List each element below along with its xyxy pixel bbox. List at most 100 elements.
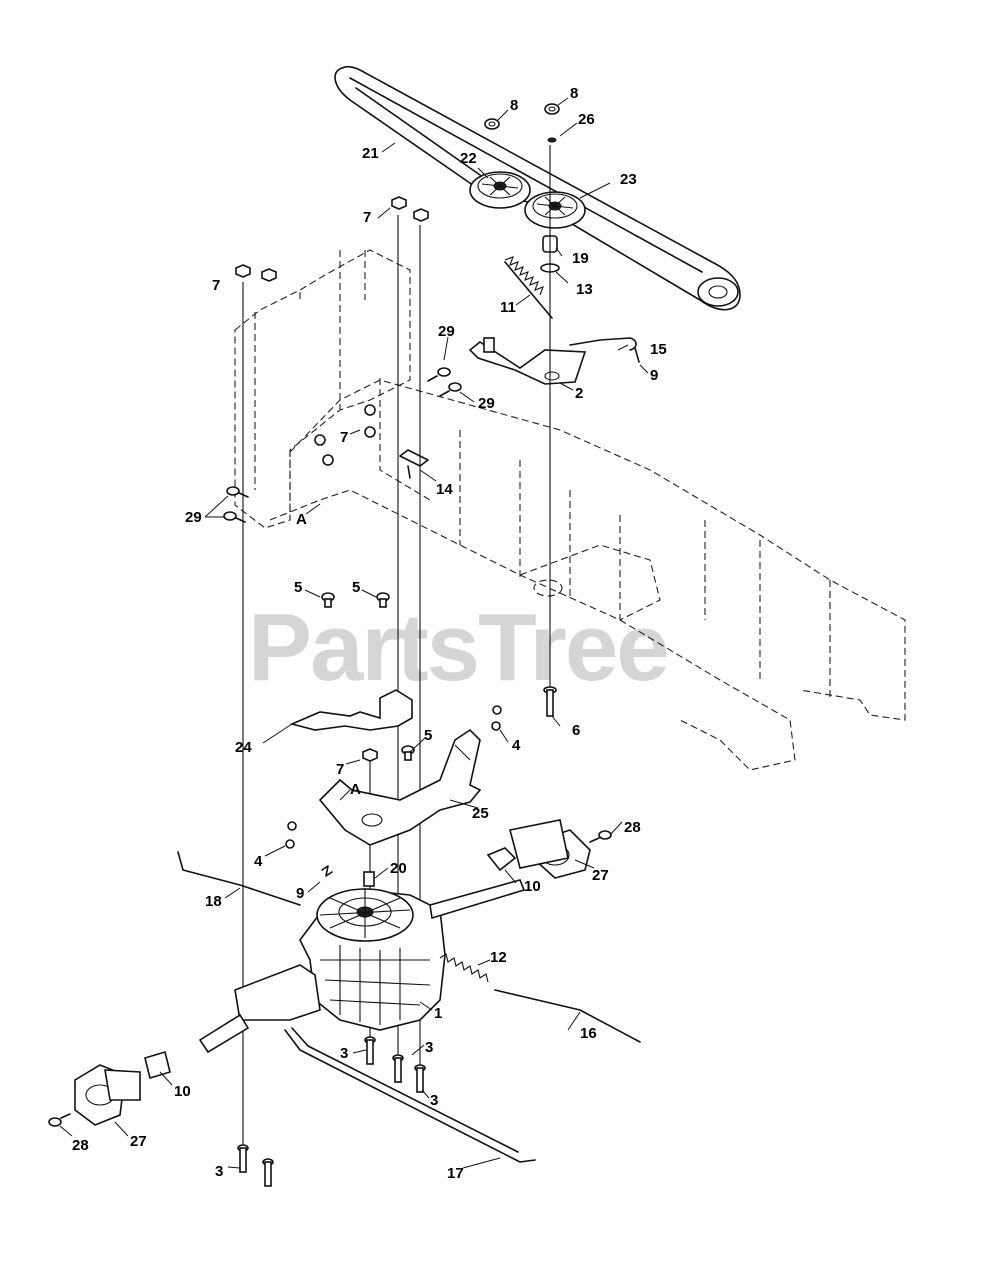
callout-A-top: A bbox=[296, 511, 307, 528]
bolt-29-d bbox=[223, 511, 246, 523]
leader-lines bbox=[59, 97, 649, 1169]
callout-3-b: 3 bbox=[425, 1039, 433, 1056]
callout-8-b: 8 bbox=[570, 85, 578, 102]
bolt-3-b bbox=[392, 1054, 404, 1083]
nut-7-c bbox=[235, 264, 251, 278]
callout-18: 18 bbox=[205, 893, 222, 910]
callout-4-a: 4 bbox=[512, 737, 521, 754]
callout-17: 17 bbox=[447, 1165, 464, 1182]
callout-7-a: 7 bbox=[363, 209, 371, 226]
callout-11: 11 bbox=[500, 299, 516, 316]
callout-26: 26 bbox=[578, 111, 595, 128]
callout-25: 25 bbox=[472, 805, 489, 822]
callout-5-a: 5 bbox=[294, 579, 302, 596]
callout-23: 23 bbox=[620, 171, 637, 188]
clip-14 bbox=[399, 449, 429, 479]
idler-pulley-22 bbox=[469, 171, 531, 209]
idler-pulley-23 bbox=[524, 191, 586, 229]
bushing-10-left bbox=[144, 1050, 171, 1080]
callout-4-b: 4 bbox=[254, 853, 263, 870]
callout-3-c: 3 bbox=[430, 1092, 438, 1109]
bolt-29-a bbox=[427, 367, 451, 382]
callout-21: 21 bbox=[362, 145, 379, 162]
nut-7-a bbox=[391, 196, 407, 210]
callout-29-b: 29 bbox=[478, 395, 495, 412]
nut-7-frame-d bbox=[322, 454, 334, 466]
spring-12 bbox=[439, 953, 489, 983]
callout-5-c: 5 bbox=[424, 727, 432, 744]
bolt-3-c bbox=[414, 1064, 426, 1093]
callout-12: 12 bbox=[490, 949, 507, 966]
callout-15: 15 bbox=[650, 341, 667, 358]
bolt-28-right bbox=[589, 830, 612, 843]
bolt-5-b bbox=[376, 592, 390, 608]
washer-26 bbox=[547, 137, 557, 143]
bolt-3-d bbox=[237, 1144, 249, 1173]
callout-labels: 8 8 26 21 22 23 7 7 19 13 11 29 15 9 2 2… bbox=[72, 85, 667, 1182]
rod-18 bbox=[177, 851, 301, 906]
rod-16 bbox=[494, 989, 641, 1043]
pin-20 bbox=[363, 871, 375, 887]
bolt-4-left bbox=[285, 821, 297, 849]
bracket-24 bbox=[289, 689, 413, 731]
callout-3-a: 3 bbox=[340, 1045, 348, 1062]
bolt-9-top bbox=[634, 347, 640, 363]
callout-20: 20 bbox=[390, 860, 407, 877]
bolt-5-a bbox=[321, 592, 335, 608]
bolt-9-lower bbox=[321, 865, 333, 877]
callout-7-d: 7 bbox=[336, 761, 344, 778]
hub-27-right bbox=[509, 819, 591, 879]
callout-7-c: 7 bbox=[340, 429, 348, 446]
callout-27-b: 27 bbox=[130, 1133, 147, 1150]
nut-7-lower bbox=[362, 748, 378, 762]
watermark-text: PartsTree bbox=[248, 594, 668, 701]
callout-27-a: 27 bbox=[592, 867, 609, 884]
callout-1: 1 bbox=[434, 1005, 442, 1022]
callout-7-b: 7 bbox=[212, 277, 220, 294]
drive-belt bbox=[334, 65, 741, 311]
transaxle-1 bbox=[198, 879, 526, 1054]
bushing-10-right bbox=[486, 847, 517, 872]
bolt-3-a bbox=[364, 1036, 376, 1065]
callout-28-a: 28 bbox=[624, 819, 641, 836]
nut-7-frame-a bbox=[364, 404, 376, 416]
callout-5-b: 5 bbox=[352, 579, 360, 596]
nut-8-right bbox=[544, 103, 560, 115]
callout-10-b: 10 bbox=[174, 1083, 191, 1100]
callout-13: 13 bbox=[576, 281, 593, 298]
spring-11 bbox=[504, 256, 553, 319]
bolt-6 bbox=[543, 686, 557, 717]
callout-10-a: 10 bbox=[524, 878, 541, 895]
transaxle-bracket-25 bbox=[318, 728, 482, 846]
callout-16: 16 bbox=[580, 1025, 597, 1042]
callout-3-d: 3 bbox=[215, 1163, 223, 1180]
nut-7-d bbox=[261, 268, 277, 282]
hub-27-left bbox=[74, 1064, 141, 1126]
rod-17 bbox=[284, 1029, 536, 1163]
callout-2: 2 bbox=[575, 385, 583, 402]
callout-29-c: 29 bbox=[185, 509, 202, 526]
nut-7-frame-b bbox=[364, 426, 376, 438]
callout-14: 14 bbox=[436, 481, 453, 498]
callout-22: 22 bbox=[460, 150, 477, 167]
callout-9-a: 9 bbox=[650, 367, 658, 384]
nut-8-left bbox=[484, 118, 500, 130]
idler-bracket-2 bbox=[468, 337, 637, 385]
callout-A-bottom: A bbox=[350, 781, 361, 798]
bolt-3-e bbox=[262, 1158, 274, 1187]
callout-9-b: 9 bbox=[296, 885, 304, 902]
callout-6: 6 bbox=[572, 722, 580, 739]
callout-28-b: 28 bbox=[72, 1137, 89, 1154]
nut-7-frame-c bbox=[314, 434, 326, 446]
nut-7-b bbox=[413, 208, 429, 222]
bolt-29-b bbox=[439, 382, 462, 397]
callout-19: 19 bbox=[572, 250, 589, 267]
bolt-29-c bbox=[226, 486, 249, 498]
tractor-frame bbox=[234, 249, 906, 771]
bolt-4-right bbox=[491, 705, 502, 731]
bolt-5-c bbox=[401, 745, 415, 761]
bolt-28-left bbox=[48, 1113, 71, 1127]
callout-29-a: 29 bbox=[438, 323, 455, 340]
callout-8-a: 8 bbox=[510, 97, 518, 114]
